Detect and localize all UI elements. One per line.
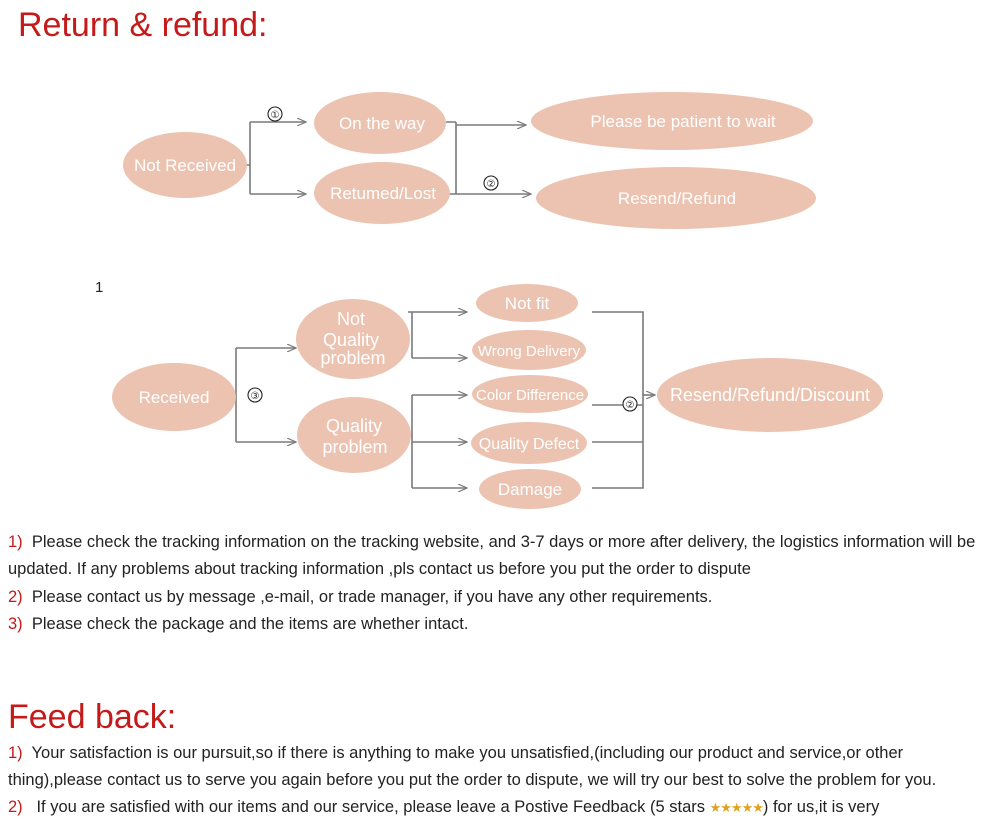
- node-returned-lost-label: Retumed/Lost: [330, 184, 436, 203]
- issue-color-difference: [472, 375, 588, 413]
- marker-2b: ②: [626, 400, 635, 411]
- node-resend-refund: [536, 167, 816, 229]
- node-resend-refund-discount-label: Resend/Refund/Discount: [670, 385, 870, 405]
- issue-quality-defect-label: Quality Defect: [479, 436, 580, 453]
- node-be-patient: [531, 92, 813, 150]
- note-1-number: 1): [8, 533, 23, 551]
- issue-not-fit-label: Not fit: [505, 294, 550, 313]
- note-1: 1) Please check the tracking information…: [8, 529, 983, 583]
- node-received: [112, 363, 236, 431]
- node-quality-line1: Quality: [326, 416, 382, 436]
- node-not-quality-problem: [296, 299, 410, 379]
- node-not-quality-line1: Not: [337, 309, 365, 329]
- marker-1-circle: [267, 106, 283, 122]
- stray-number: 1: [95, 279, 104, 296]
- note-2-number: 2): [8, 588, 23, 606]
- node-quality-problem: [297, 397, 411, 473]
- feedback-item-1: 1) Your satisfaction is our pursuit,so i…: [8, 740, 983, 794]
- feedback-2-text-before: If you are satisfied with our items and …: [36, 798, 710, 816]
- marker-3: ③: [251, 391, 260, 402]
- marker-2: ②: [487, 179, 496, 190]
- marker-2b-circle: [622, 396, 638, 412]
- node-not-quality-line3: problem: [320, 348, 385, 368]
- node-resend-refund-discount: [657, 358, 883, 432]
- node-on-the-way: [314, 92, 446, 154]
- issue-wrong-delivery-label: Wrong Delivery: [478, 343, 581, 360]
- note-1-text: Please check the tracking information on…: [8, 533, 976, 578]
- flow2-connectors: [235, 312, 655, 488]
- return-refund-title: Return & refund:: [18, 6, 268, 44]
- five-stars-icon: ★★★★★: [709, 800, 764, 815]
- feedback-1-number: 1): [8, 744, 23, 762]
- node-quality-line2: problem: [322, 437, 387, 457]
- node-not-received: [123, 132, 247, 198]
- note-3: 3) Please check the package and the item…: [8, 611, 983, 638]
- marker-3-circle: [247, 387, 263, 403]
- feedback-title: Feed back:: [8, 698, 177, 736]
- node-on-the-way-label: On the way: [339, 114, 425, 133]
- issue-color-difference-label: Color Difference: [476, 387, 584, 404]
- marker-1: ①: [271, 110, 280, 121]
- node-resend-refund-label: Resend/Refund: [618, 189, 736, 208]
- feedback-1-text: Your satisfaction is our pursuit,so if t…: [8, 744, 937, 789]
- flow1-merge-line: [446, 121, 457, 195]
- note-2: 2) Please contact us by message ,e-mail,…: [8, 584, 983, 611]
- note-3-number: 3): [8, 615, 23, 633]
- feedback-item-2: 2) If you are satisfied with our items a…: [8, 794, 983, 821]
- node-not-received-label: Not Received: [134, 156, 236, 175]
- node-not-quality-line2: Quality: [323, 330, 379, 350]
- node-returned-lost: [314, 162, 450, 224]
- note-2-text: Please contact us by message ,e-mail, or…: [31, 588, 713, 606]
- feedback-2-number: 2): [8, 798, 23, 816]
- refund-flowchart: Not Received On the way Retumed/Lost Ple…: [112, 92, 883, 509]
- issue-wrong-delivery: [472, 330, 586, 370]
- issue-not-fit: [476, 284, 578, 322]
- issue-damage-label: Damage: [498, 480, 562, 499]
- note-3-text: Please check the package and the items a…: [31, 615, 469, 633]
- node-be-patient-label: Please be patient to wait: [590, 112, 776, 131]
- issue-quality-defect: [471, 422, 587, 464]
- issue-damage: [479, 469, 581, 509]
- flow1-line-to-on-the-way: [243, 122, 306, 194]
- marker-2-circle: [483, 175, 499, 191]
- feedback-2-text-after: ) for us,it is very: [762, 798, 880, 816]
- node-received-label: Received: [139, 388, 210, 407]
